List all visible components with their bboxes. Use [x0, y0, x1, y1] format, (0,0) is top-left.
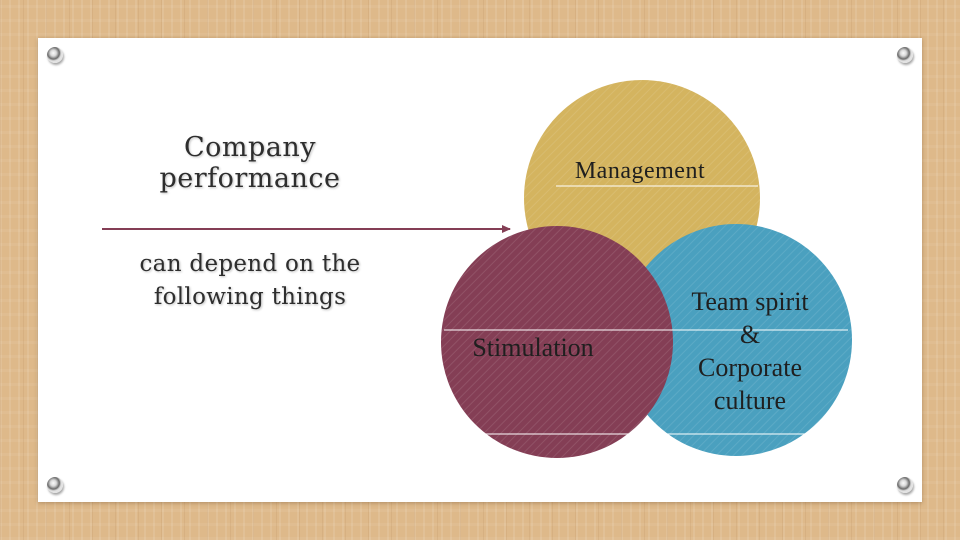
team-spirit-label: Team spirit & Corporate culture — [660, 285, 840, 417]
management-label: Management — [574, 158, 706, 184]
slide-title: Company performance — [110, 132, 390, 194]
stimulation-label: Stimulation — [472, 333, 594, 362]
team-label-line: Corporate — [698, 353, 802, 382]
team-label-line: culture — [713, 386, 787, 415]
subtitle-line: can depend on the — [139, 251, 361, 277]
circle-texture — [620, 224, 852, 456]
subtitle-line: following things — [153, 284, 347, 310]
circle-texture — [441, 226, 673, 458]
pushpin-icon — [897, 477, 913, 493]
title-line: performance — [159, 163, 341, 194]
title-line: Company — [183, 132, 317, 163]
pushpin-icon — [897, 47, 913, 63]
team-label-line: & — [739, 320, 761, 349]
pushpin-icon — [47, 477, 63, 493]
team-label-line: Team spirit — [691, 287, 809, 316]
pushpin-icon — [47, 47, 63, 63]
slide-subtitle: can depend on the following things — [100, 248, 400, 314]
